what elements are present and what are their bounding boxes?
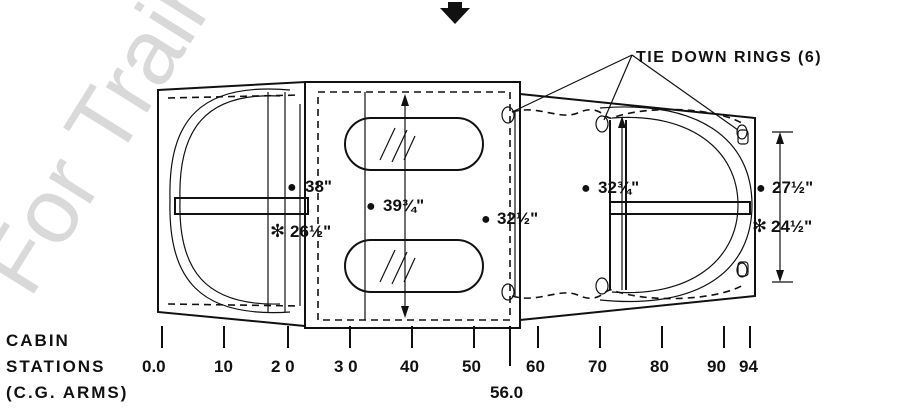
dim-27-half: 27½" (772, 178, 813, 197)
station-80: 80 (650, 357, 669, 376)
station-ticks (161, 326, 751, 366)
tie-down-ring-icon (501, 106, 515, 124)
asterisk-icon: ✻ (270, 221, 285, 241)
down-arrow-icon (440, 2, 470, 24)
dim-32-three-quarter: 32¾" (598, 178, 639, 197)
tie-down-ring-icon (501, 283, 515, 301)
tie-down-rings (501, 106, 748, 301)
bullet-icon: ● (581, 180, 591, 197)
asterisk-icon: ✻ (752, 216, 767, 236)
dim-26-half: 26½" (290, 222, 331, 241)
station-40: 40 (400, 357, 419, 376)
tie-down-ring-icon (595, 277, 609, 295)
cg-arms-label: (C.G. ARMS) (6, 383, 128, 402)
rear-cabin-section (157, 80, 309, 328)
station-labels: CABIN STATIONS (C.G. ARMS) 0.0 10 2 0 3 … (6, 331, 758, 402)
watermark-text: For Trainin (0, 0, 280, 311)
station-10: 10 (214, 357, 233, 376)
station-94: 94 (739, 357, 758, 376)
bullet-icon: ● (756, 180, 766, 197)
stations-label: STATIONS (6, 357, 105, 376)
station-70: 70 (588, 357, 607, 376)
dim-38: 38" (305, 177, 332, 196)
bullet-icon: ● (481, 211, 491, 228)
dimension-labels: ● 38" ✻ 26½" ● 39¾" ● 32½" ● 32¾" ● 27½"… (270, 177, 813, 241)
tie-down-ring-icon (736, 124, 748, 140)
station-50: 50 (462, 357, 481, 376)
bullet-icon: ● (366, 198, 376, 215)
station-60: 60 (526, 357, 545, 376)
callout-leaders (511, 54, 739, 131)
bullet-icon: ● (287, 179, 297, 196)
dim-24-half: 24½" (771, 217, 812, 236)
dim-32-half: 32½" (497, 209, 538, 228)
station-0: 0.0 (142, 357, 166, 376)
tie-down-ring-icon (595, 115, 609, 133)
station-20: 2 0 (271, 357, 295, 376)
cabin-label: CABIN (6, 331, 70, 350)
dim-39-three-quarter: 39¾" (383, 196, 424, 215)
tie-down-rings-label: TIE DOWN RINGS (6) (636, 49, 822, 66)
tie-down-ring-icon (736, 262, 748, 278)
station-56: 56.0 (490, 383, 523, 402)
station-90: 90 (707, 357, 726, 376)
dimension-lines (299, 94, 793, 318)
front-cabin-section (511, 93, 756, 321)
station-30: 3 0 (334, 357, 358, 376)
